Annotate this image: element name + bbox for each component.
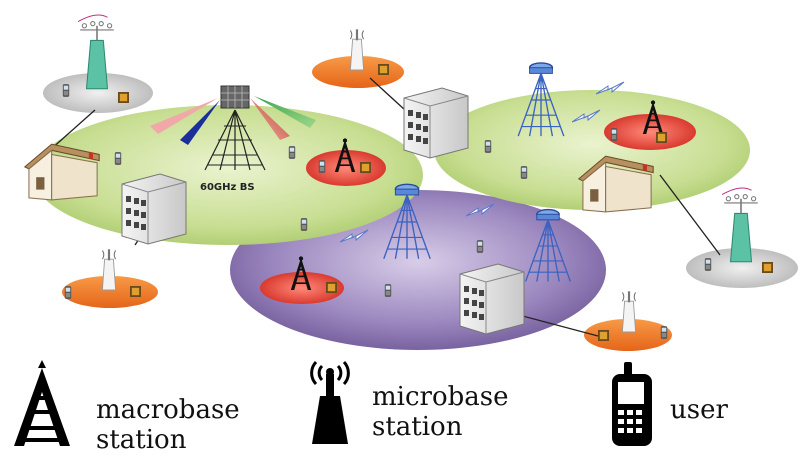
house-icon [24,143,100,201]
phone-icon [64,286,72,299]
device-icon [118,92,129,103]
bs-label: 60GHz BS [200,182,255,193]
phone-icon [484,140,492,153]
orange-pad-left [62,276,158,308]
legend-micro-icon [310,360,350,444]
device-icon [598,330,609,341]
micro-tower-icon [349,28,365,71]
legend-macro-label: macrobase station [96,395,240,455]
device-icon [656,132,667,143]
red-pad-right [604,114,696,150]
phone-icon [62,84,70,97]
mmwave-beams [150,96,316,145]
phone-icon [476,240,484,253]
device-icon [762,262,773,273]
rooftop-bs-icon [204,85,266,171]
gray-pad-top-left [43,73,153,113]
phone-icon [300,218,308,231]
orange-pad-bottom-right [584,319,672,351]
phone-icon [660,326,668,339]
device-icon [360,162,371,173]
phone-icon [384,284,392,297]
office-building-icon [121,173,187,245]
office-building-icon [403,87,469,159]
office-building-icon [459,263,525,335]
legend-micro-label: microbase station [372,382,509,442]
device-icon [130,286,141,297]
device-icon [326,282,337,293]
legend-macro-icon [14,360,70,446]
micro-tower-icon [101,248,117,291]
legend-user-icon [612,362,652,446]
phone-icon [318,160,326,173]
phone-icon [288,146,296,159]
gray-pad-right [686,248,798,288]
phone-icon [114,152,122,165]
red-pad-purple [260,272,344,304]
phone-icon [610,128,618,141]
micro-tower-icon [621,290,637,333]
legend-user-label: user [670,395,728,425]
phone-icon [520,166,528,179]
phone-icon [704,258,712,271]
red-pad-center [306,150,386,186]
device-icon [378,64,389,75]
